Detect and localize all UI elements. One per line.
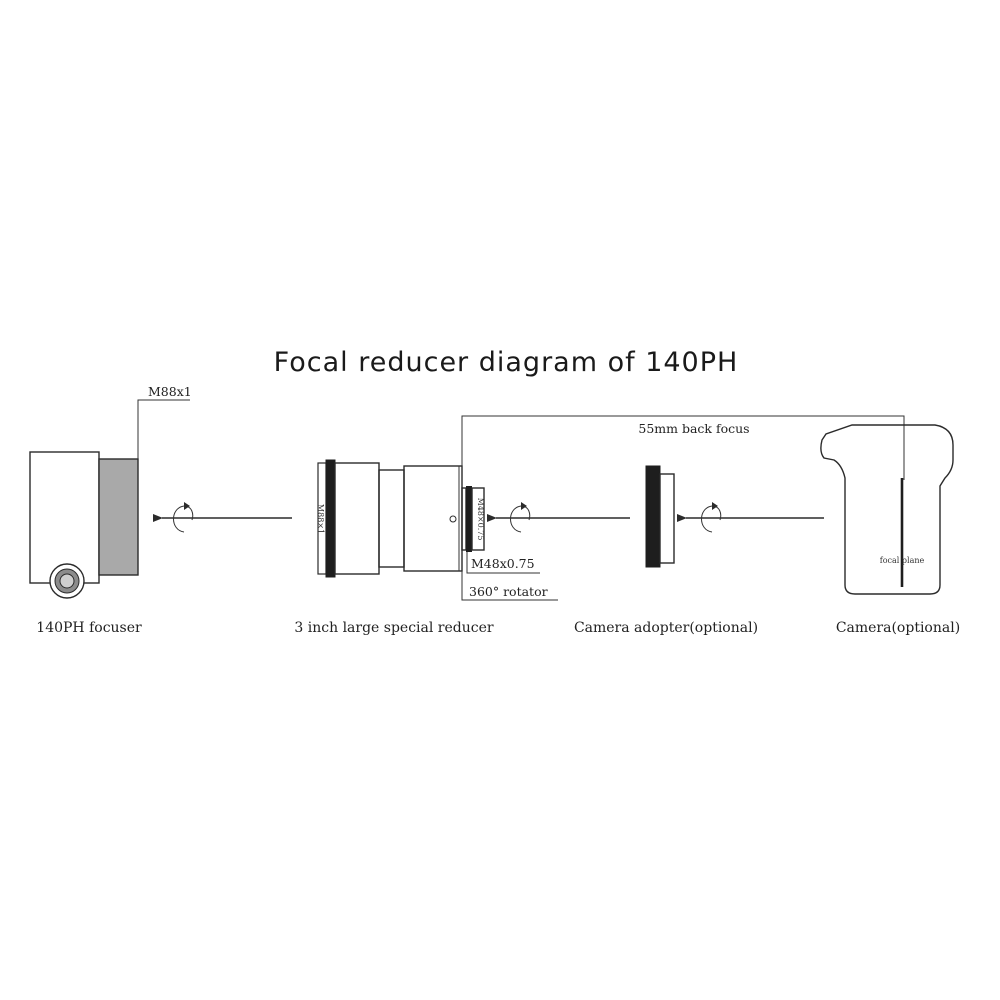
focuser-drawing: [29, 399, 190, 599]
rotator-label: 360° rotator: [469, 584, 548, 599]
rotation-symbol-2: [510, 505, 522, 533]
caption-adapter: Camera adopter(optional): [574, 620, 758, 636]
focuser-thread-label: M88x1: [148, 384, 192, 399]
caption-camera: Camera(optional): [836, 620, 960, 636]
focal-plane-label: focal plane: [880, 556, 925, 565]
m48-leader: [466, 552, 540, 574]
focuser-body: [29, 451, 100, 584]
caption-reducer: 3 inch large special reducer: [294, 620, 493, 636]
focuser-drawtube: [98, 458, 139, 576]
rotation-symbol-1: [173, 505, 185, 533]
reducer-thread-small: M48×0.75: [476, 498, 485, 541]
rotation-symbol-3: [701, 505, 713, 533]
rotator-leader: [461, 571, 558, 601]
rotation-arrow-1: [184, 502, 190, 510]
m48-label: M48x0.75: [471, 556, 535, 571]
camera-adapter-drawing: [645, 465, 675, 568]
reducer-thread-vertical: M88×1: [316, 504, 325, 534]
caption-focuser: 140PH focuser: [36, 620, 142, 636]
back-focus-label: 55mm back focus: [638, 421, 749, 436]
focus-knob-center: [59, 573, 75, 589]
m88-leader: [137, 399, 190, 459]
reducer-drawing: [317, 415, 905, 601]
back-focus-bracket: [461, 415, 905, 480]
camera-drawing: [820, 424, 954, 595]
diagram-title: Focal reducer diagram of 140PH: [274, 347, 739, 378]
